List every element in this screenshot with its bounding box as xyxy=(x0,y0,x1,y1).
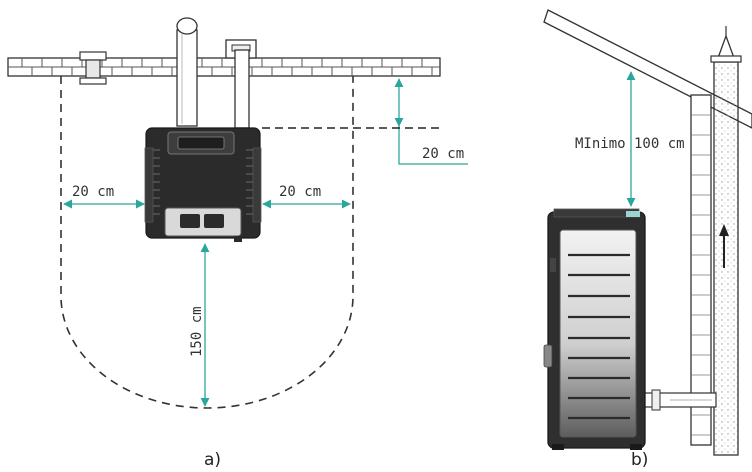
stove-fins xyxy=(568,253,630,420)
draft-arrow-icon xyxy=(719,224,729,268)
wall-fitting xyxy=(79,51,107,85)
air-inlet-pipe xyxy=(225,39,257,129)
flue-pipe-round xyxy=(176,17,198,127)
panel-b-side-view: MInimo 100 cm xyxy=(543,9,752,456)
stove-side-view xyxy=(543,208,646,450)
panel-a-top-view: 20 cm 20 cm 20 cm 150 cm xyxy=(7,17,468,409)
dimension-lines-a xyxy=(63,78,468,407)
flue-connector xyxy=(643,389,717,411)
dim-back-label: 20 cm xyxy=(422,146,464,162)
dim-top-label: MInimo 100 cm xyxy=(575,136,685,152)
dim-right-label: 20 cm xyxy=(279,184,321,200)
dim-front-label: 150 cm xyxy=(189,306,205,357)
chimney xyxy=(710,26,742,456)
wall-top-view xyxy=(7,57,441,77)
side-wall xyxy=(690,94,712,446)
caption-a: a) xyxy=(204,450,222,470)
clearance-zone xyxy=(60,76,354,409)
dim-left-label: 20 cm xyxy=(72,184,114,200)
caption-b: b) xyxy=(631,450,649,470)
stove-top-view xyxy=(144,127,262,242)
